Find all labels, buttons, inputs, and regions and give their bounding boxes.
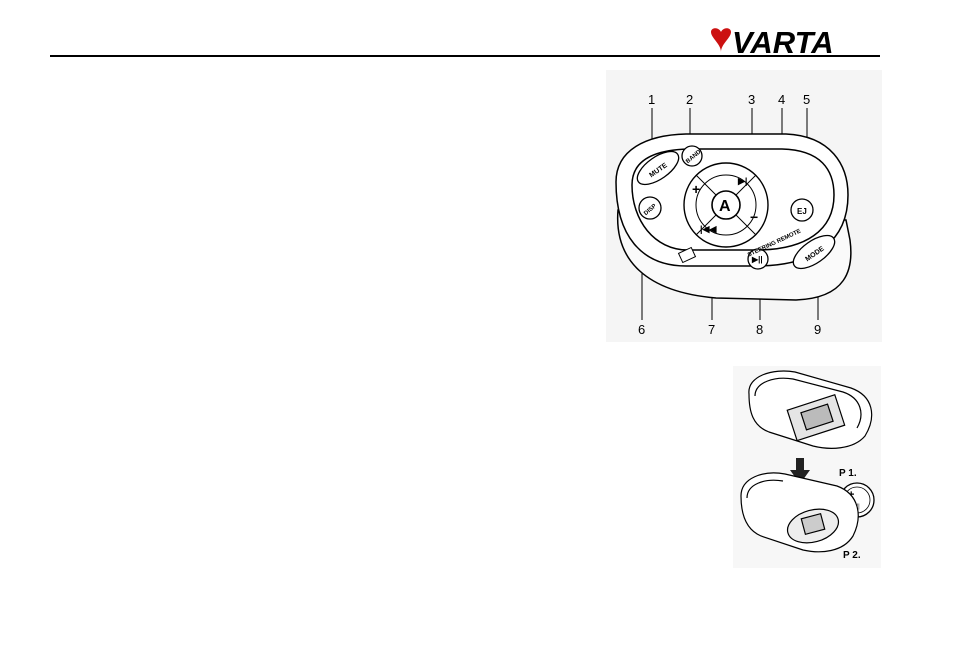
step-1-label: P 1.	[839, 468, 857, 479]
brand-name: VARTA	[732, 26, 834, 56]
callout-2: 2	[686, 92, 693, 107]
volume-up-label: +	[692, 181, 700, 197]
callout-8: 8	[756, 322, 763, 337]
volume-down-label: −	[750, 209, 758, 225]
next-track-icon: ▶|	[737, 176, 747, 186]
callout-4: 4	[778, 92, 785, 107]
header-rule	[50, 55, 880, 57]
remote-control-figure: 1 2 3 4 5 6 7 8 9 MUTE	[606, 70, 882, 342]
prev-track-icon: |◀◀	[700, 224, 717, 234]
heart-logo-icon	[711, 28, 731, 52]
callout-5: 5	[803, 92, 810, 107]
callout-7: 7	[708, 322, 715, 337]
center-button[interactable]: A	[712, 191, 740, 219]
step-2-label: P 2.	[843, 550, 861, 561]
varta-logo: VARTA	[706, 26, 882, 56]
callout-3: 3	[748, 92, 755, 107]
svg-text:EJ: EJ	[797, 207, 807, 216]
band-button[interactable]: BAND	[682, 146, 703, 166]
callout-9: 9	[814, 322, 821, 337]
callout-1: 1	[648, 92, 655, 107]
battery-replacement-figure: P 1. + ||| P 2.	[733, 366, 881, 568]
svg-text:A: A	[719, 198, 731, 215]
disp-button[interactable]: DISP	[639, 197, 661, 219]
eject-button[interactable]: EJ	[791, 199, 813, 221]
callout-6: 6	[638, 322, 645, 337]
